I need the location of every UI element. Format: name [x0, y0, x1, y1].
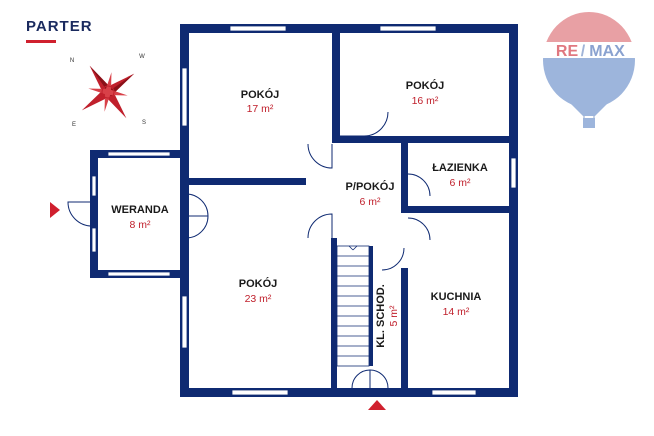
svg-text:POKÓJ: POKÓJ	[406, 79, 445, 92]
svg-text:16 m²: 16 m²	[412, 95, 439, 107]
svg-text:17 m²: 17 m²	[247, 103, 274, 115]
svg-text:WERANDA: WERANDA	[111, 204, 168, 216]
room-label-weranda: WERANDA 8 m²	[111, 204, 168, 231]
remax-balloon-logo: RE / MAX	[543, 12, 635, 128]
svg-text:5 m²: 5 m²	[388, 305, 400, 327]
compass-n: N	[70, 58, 74, 64]
room-label-kl-schod: KL. SCHOD. 5 m²	[375, 284, 400, 348]
entrance-arrow-left-icon	[50, 202, 60, 218]
svg-text:8 m²: 8 m²	[130, 219, 152, 231]
compass-rose-icon: N W S E	[70, 54, 146, 128]
svg-text:MAX: MAX	[589, 43, 625, 60]
entrance-arrow-bottom-icon	[368, 400, 386, 410]
compass-w: W	[139, 54, 145, 60]
svg-text:P/POKÓJ: P/POKÓJ	[346, 180, 395, 193]
svg-text:ŁAZIENKA: ŁAZIENKA	[432, 162, 488, 174]
svg-text:23 m²: 23 m²	[245, 293, 272, 305]
compass-s: S	[142, 120, 146, 126]
stairs	[336, 245, 370, 367]
doors	[67, 111, 431, 389]
svg-text:RE: RE	[556, 43, 579, 60]
room-label-pokoj-17: POKÓJ 17 m²	[241, 88, 280, 115]
room-label-pokoj-16: POKÓJ 16 m²	[406, 79, 445, 107]
title-underline	[26, 40, 56, 43]
svg-text:KL. SCHOD.: KL. SCHOD.	[375, 284, 387, 348]
windows	[91, 25, 517, 396]
room-label-lazienka: ŁAZIENKA 6 m²	[432, 162, 488, 189]
room-label-pokoj-23: POKÓJ 23 m²	[239, 277, 278, 305]
svg-text:6 m²: 6 m²	[450, 177, 472, 189]
svg-text:KUCHNIA: KUCHNIA	[431, 291, 482, 303]
svg-text:6 m²: 6 m²	[360, 196, 382, 208]
svg-text:14 m²: 14 m²	[443, 306, 470, 318]
room-label-p-pokoj: P/POKÓJ 6 m²	[346, 180, 395, 208]
svg-text:POKÓJ: POKÓJ	[241, 88, 280, 101]
svg-text:/: /	[581, 43, 586, 60]
compass-e: E	[72, 122, 76, 128]
svg-text:POKÓJ: POKÓJ	[239, 277, 278, 290]
room-label-kuchnia: KUCHNIA 14 m²	[431, 291, 482, 318]
floor-title: PARTER	[26, 18, 93, 35]
